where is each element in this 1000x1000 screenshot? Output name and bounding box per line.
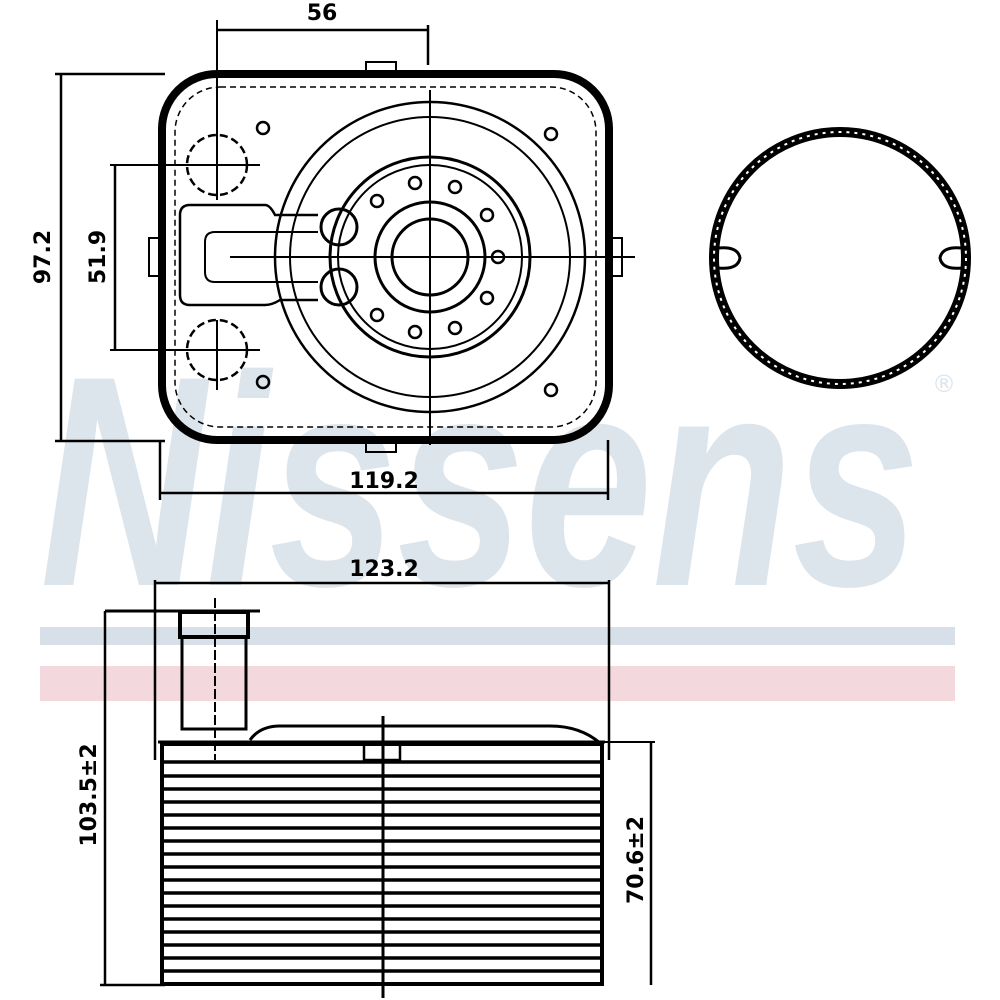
dimension-port-spacing-height: 51.9: [86, 230, 111, 284]
port-lobe-lower: [319, 267, 359, 307]
seal-tab-left: [717, 246, 742, 270]
left-tab: [148, 237, 163, 277]
dimension-side-overall-height: 103.5±2: [77, 743, 102, 846]
channel-outline: [178, 203, 318, 307]
blue-stripe: [40, 627, 955, 645]
red-stripe: [40, 666, 955, 701]
registered-trademark-icon: ®: [932, 370, 956, 398]
seal-ring-texture: [713, 131, 967, 385]
channel-inner: [204, 231, 318, 283]
dimension-body-width: 119.2: [349, 469, 419, 494]
dimension-overall-height: 97.2: [31, 230, 56, 284]
top-tab: [365, 61, 397, 75]
top-plate-cover: [248, 724, 601, 745]
dimension-port-spacing-width: 56: [307, 1, 338, 26]
dimension-core-height: 70.6±2: [624, 816, 649, 904]
nissens-watermark: Nissens ®: [40, 313, 956, 701]
bolt-holes: [369, 175, 506, 340]
cooler-body-inner-outline: [174, 86, 597, 428]
bottom-tab: [365, 439, 397, 453]
mount-holes: [255, 120, 559, 398]
port-lobe-upper: [319, 207, 359, 247]
seal-ring: [709, 127, 971, 389]
watermark-brand: Nissens: [40, 313, 920, 649]
dimension-side-overall-width: 123.2: [349, 557, 419, 582]
side-view: 123.2: [77, 557, 655, 998]
top-view: 56 97.2 51.9 119.2: [31, 1, 635, 500]
seal-tab-right: [938, 246, 963, 270]
